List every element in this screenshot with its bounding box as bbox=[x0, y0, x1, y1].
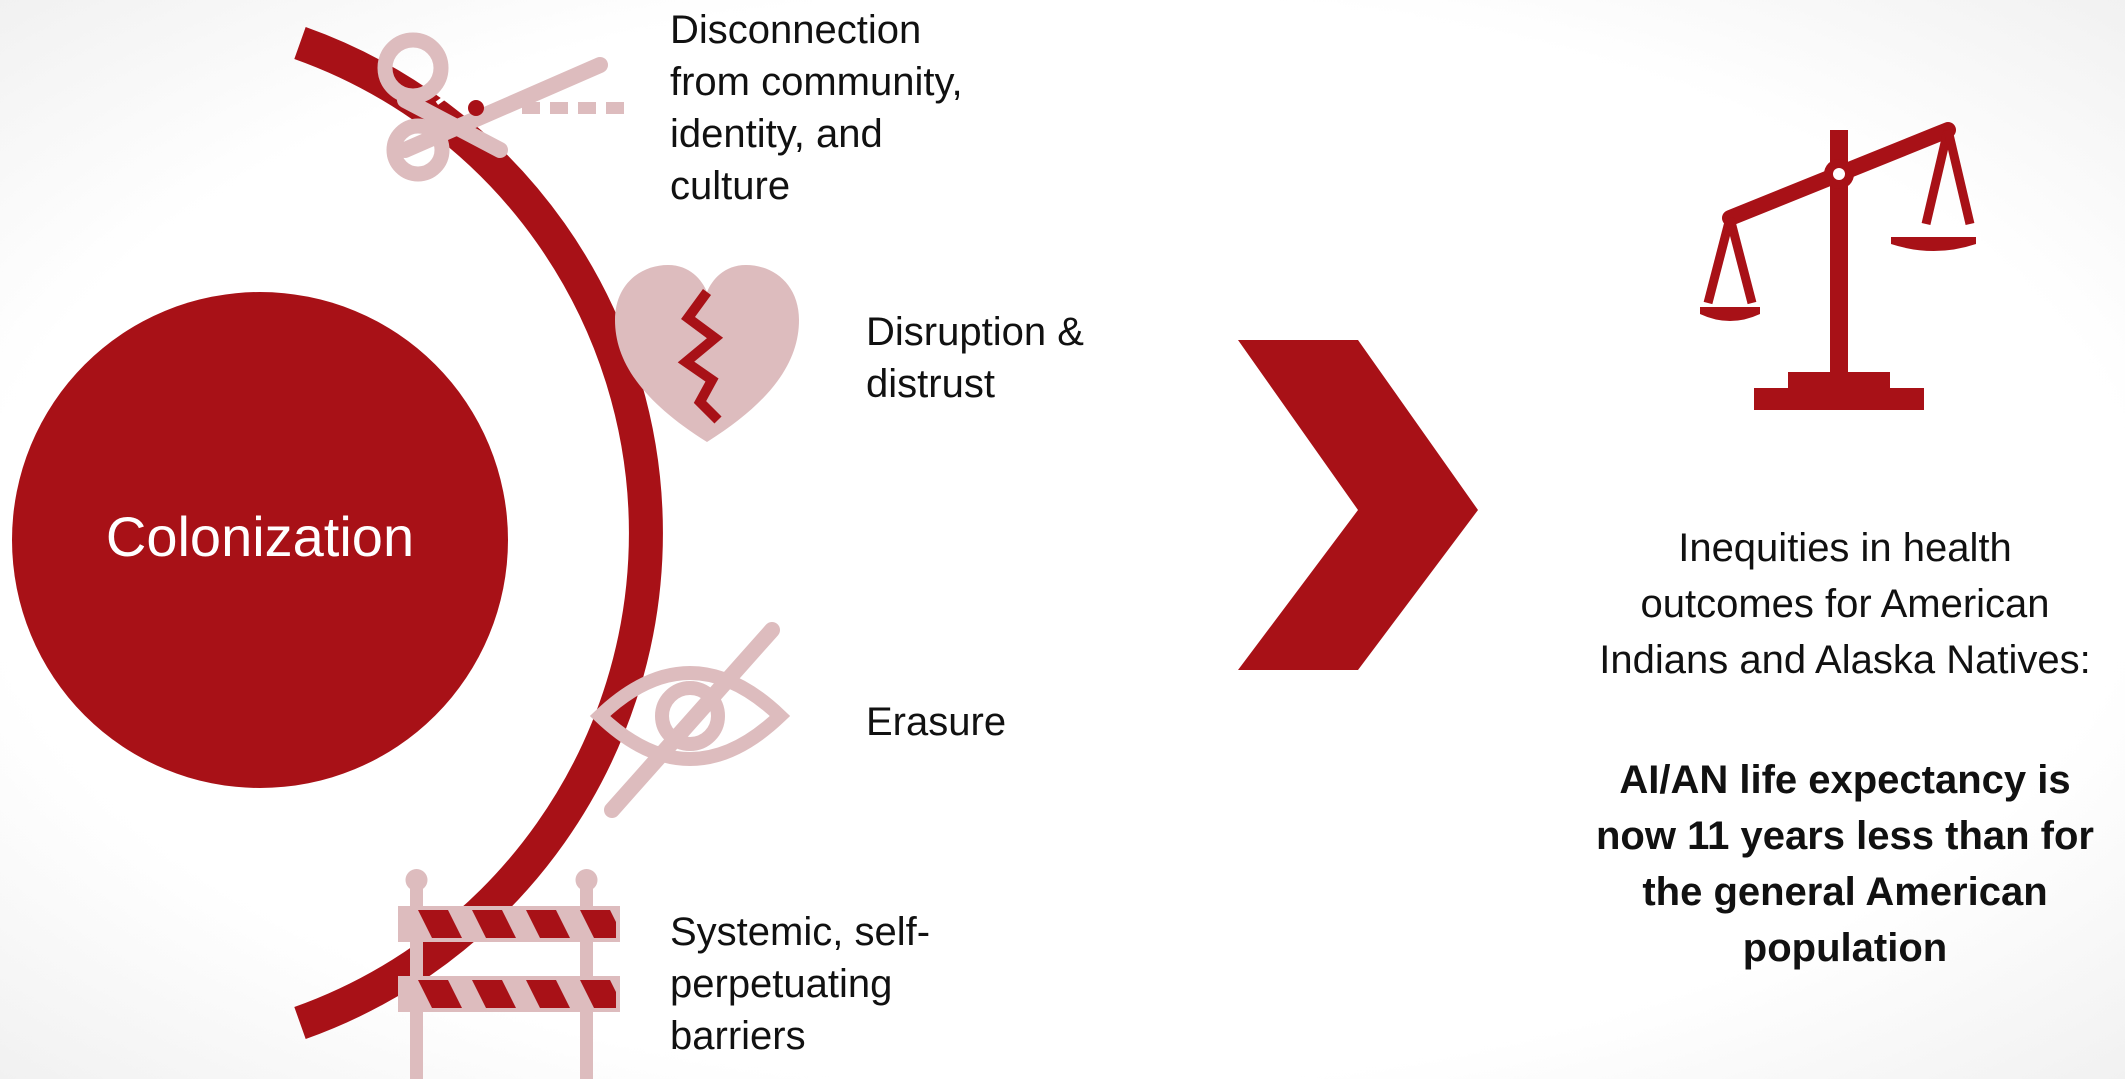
label-line: Systemic, self- bbox=[670, 910, 931, 954]
crossed-eye-icon bbox=[589, 622, 791, 818]
label-line: from community, bbox=[670, 60, 963, 104]
outcome-line: Inequities in health bbox=[1678, 526, 2012, 570]
outcome-line: Indians and Alaska Natives: bbox=[1599, 638, 2091, 682]
outcome-description: Inequities in health outcomes for Americ… bbox=[1545, 520, 2125, 688]
label-line: identity, and bbox=[670, 112, 883, 156]
colonization-label: Colonization bbox=[105, 505, 415, 568]
broken-heart-icon bbox=[615, 265, 799, 442]
outcome-line: outcomes for American bbox=[1640, 582, 2050, 626]
label-line: Erasure bbox=[866, 700, 1007, 744]
scissors-icon bbox=[377, 32, 624, 182]
label-line: Disruption & bbox=[866, 310, 1084, 354]
arc-item-label-disruption: Disruption & distrust bbox=[866, 306, 1084, 410]
label-line: barriers bbox=[670, 1014, 806, 1058]
label-line: distrust bbox=[866, 362, 995, 406]
emphasis-line: population bbox=[1742, 926, 1948, 970]
label-line: culture bbox=[670, 164, 791, 208]
label-line: perpetuating bbox=[670, 962, 893, 1006]
outcome-emphasis: AI/AN life expectancy is now 11 years le… bbox=[1545, 752, 2125, 976]
chevron-right-icon bbox=[1238, 340, 1478, 670]
emphasis-line: now 11 years less than for bbox=[1596, 814, 2094, 858]
colonization-circle bbox=[12, 292, 508, 788]
scales-icon bbox=[1700, 122, 1976, 410]
arc-item-label-disconnection: Disconnection from community, identity, … bbox=[670, 4, 963, 212]
arc-item-label-erasure: Erasure bbox=[866, 696, 1006, 748]
barricade-icon bbox=[398, 869, 620, 1079]
emphasis-line: AI/AN life expectancy is bbox=[1619, 758, 2071, 802]
emphasis-line: the general American bbox=[1642, 870, 2048, 914]
label-line: Disconnection bbox=[670, 8, 922, 52]
arc-item-label-barriers: Systemic, self- perpetuating barriers bbox=[670, 906, 930, 1062]
